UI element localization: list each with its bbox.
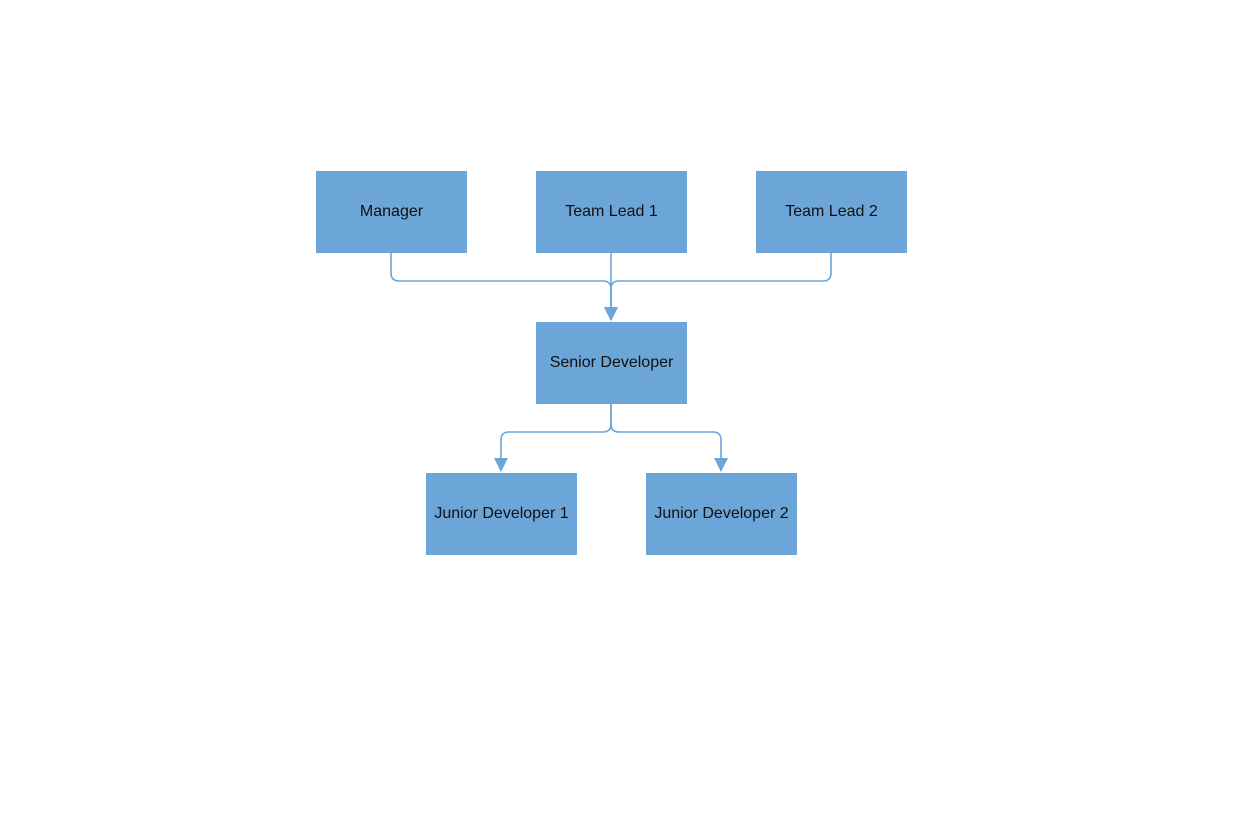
- connector-layer: [390, 253, 832, 472]
- node-label: Team Lead 2: [785, 203, 878, 220]
- connector-senior-developer-to-junior-developer-1: [494, 404, 612, 472]
- node-label: Junior Developer 1: [434, 505, 569, 522]
- node-label: Senior Developer: [549, 354, 674, 371]
- node-team-lead-1[interactable]: Team Lead 1: [536, 171, 687, 253]
- node-label: Manager: [359, 203, 424, 220]
- node-junior-developer-1[interactable]: Junior Developer 1: [426, 473, 577, 555]
- connector-senior-developer-to-junior-developer-2: [610, 404, 728, 472]
- node-label: Junior Developer 2: [654, 505, 789, 522]
- node-label: Team Lead 1: [565, 203, 658, 220]
- node-team-lead-2[interactable]: Team Lead 2: [756, 171, 907, 253]
- node-junior-developer-2[interactable]: Junior Developer 2: [646, 473, 797, 555]
- connector-manager-to-senior-developer: [390, 253, 618, 321]
- connector-team-lead-2-to-senior-developer: [604, 253, 832, 321]
- node-senior-developer[interactable]: Senior Developer: [536, 322, 687, 404]
- node-manager[interactable]: Manager: [316, 171, 467, 253]
